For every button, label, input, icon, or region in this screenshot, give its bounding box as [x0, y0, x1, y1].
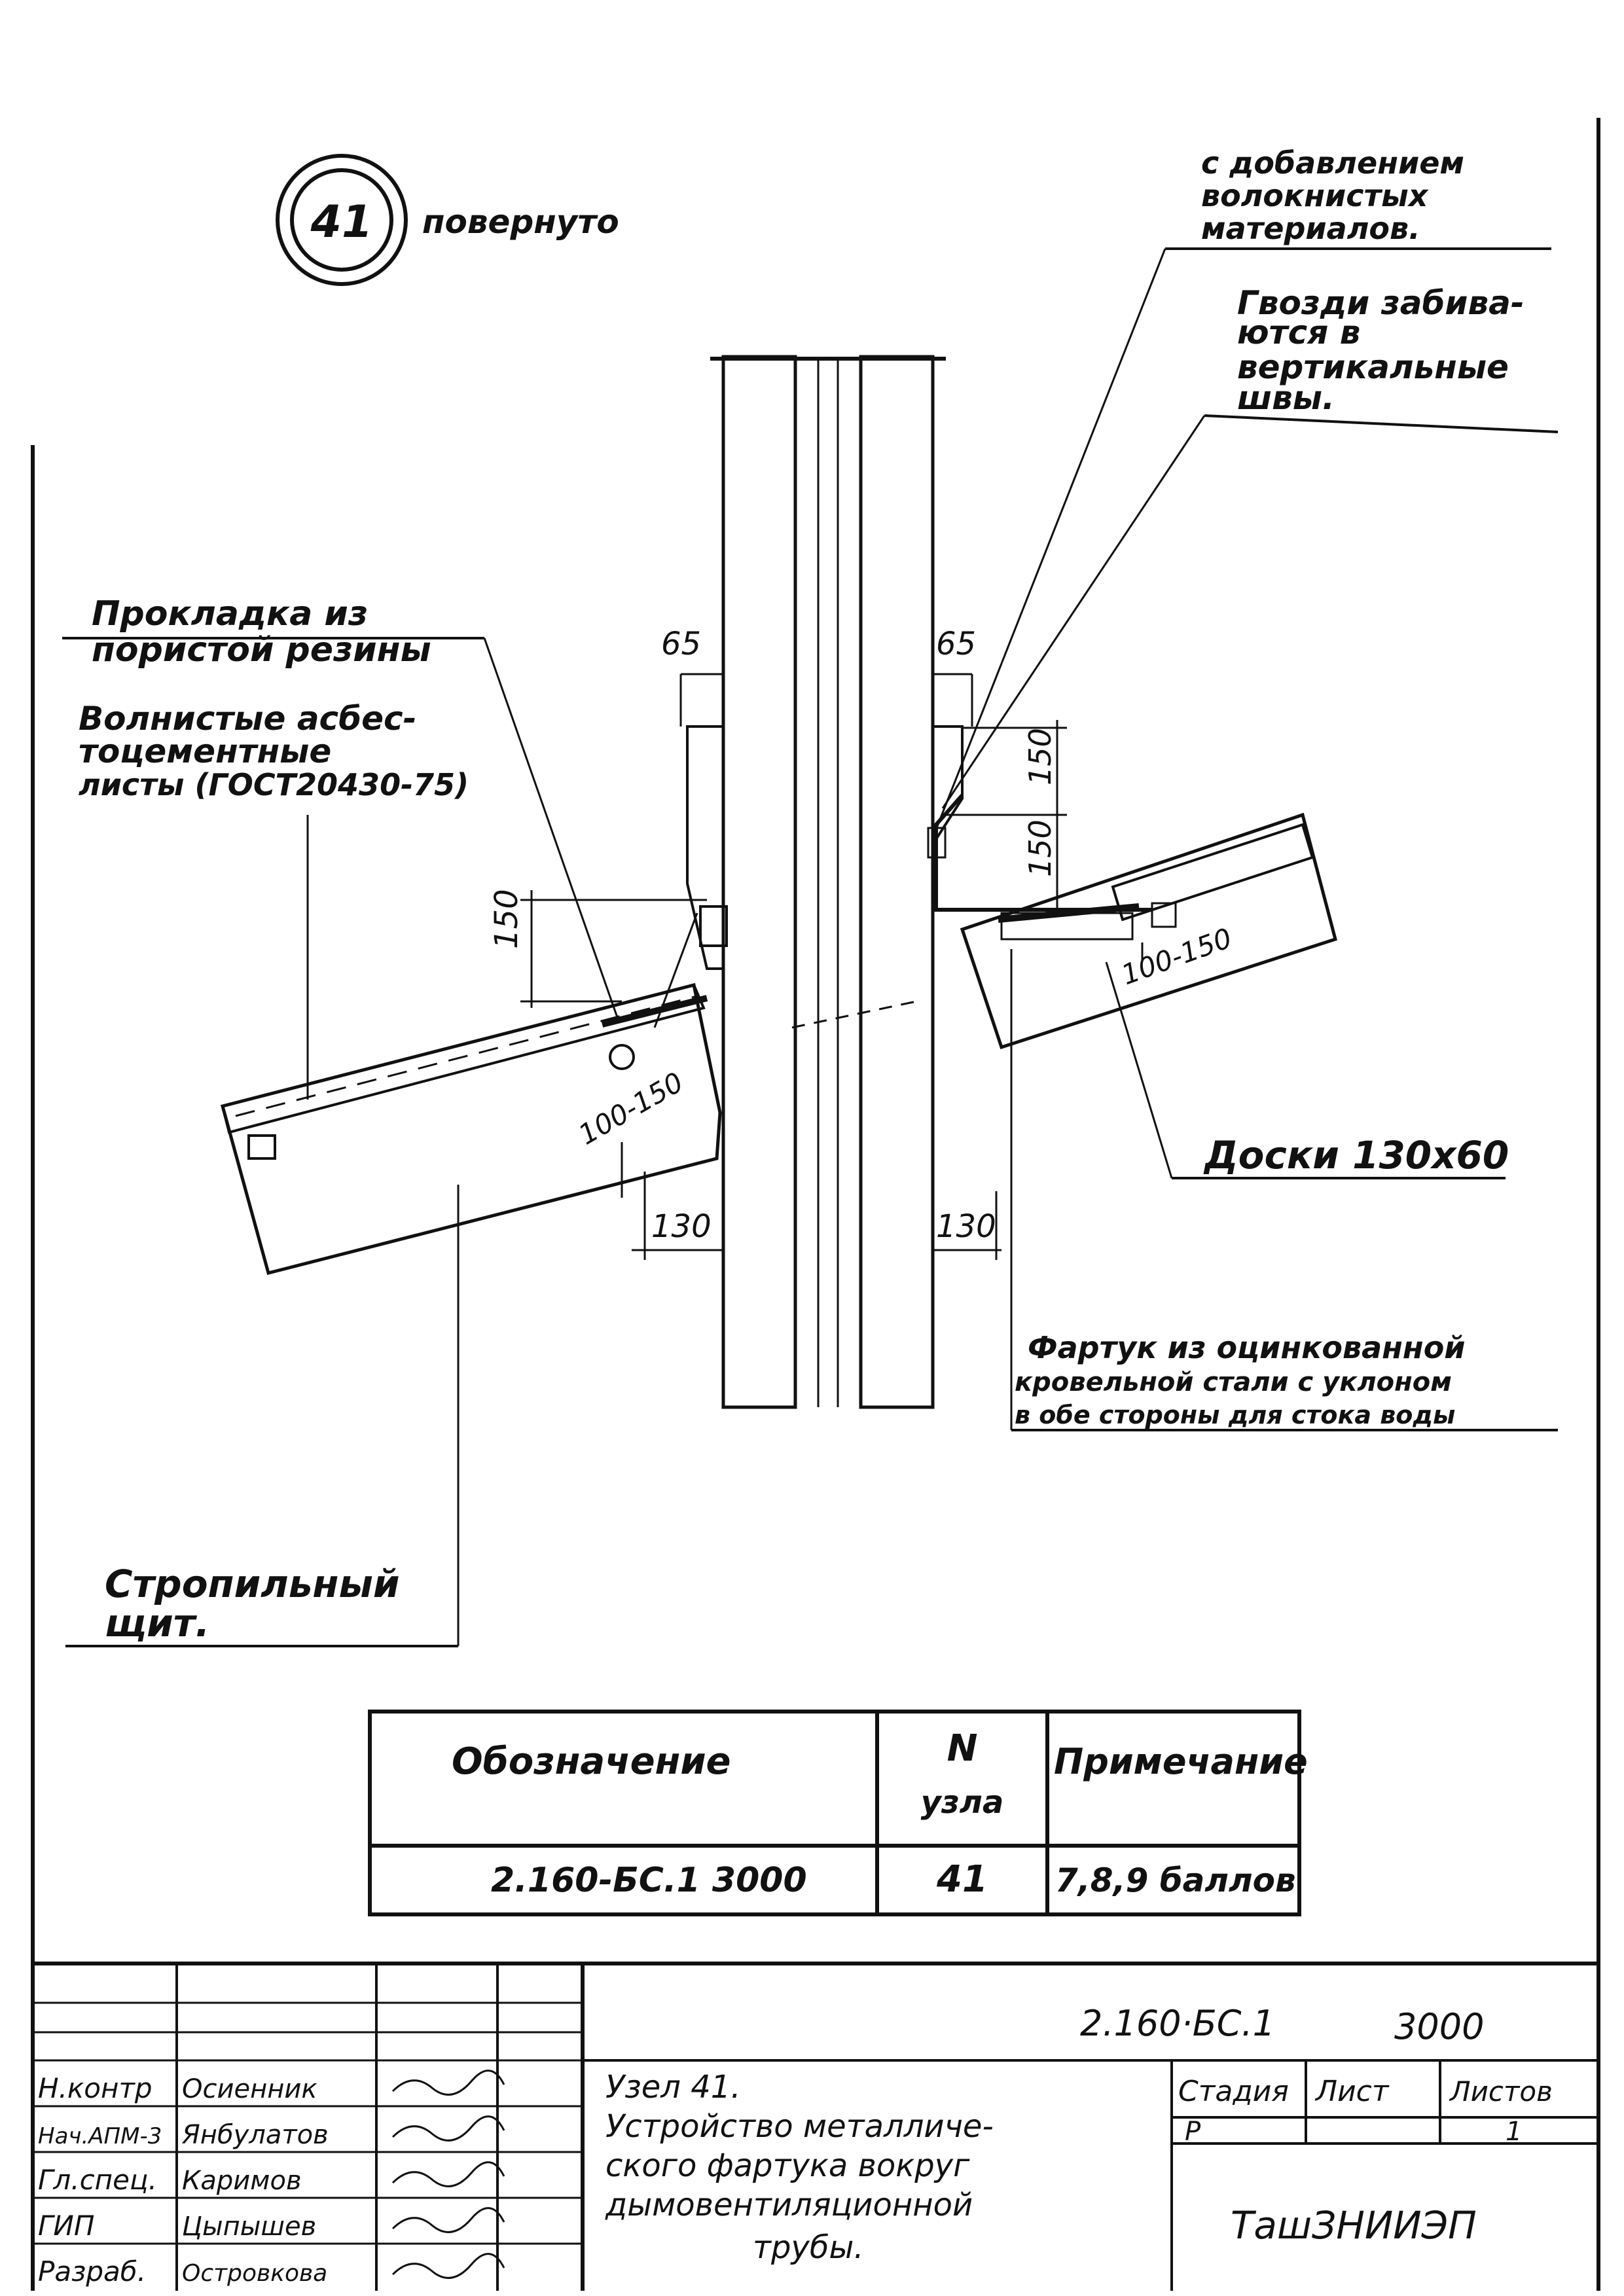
- label-sheets-2: тоцементные: [79, 732, 331, 770]
- chimney: [686, 355, 964, 1409]
- title-line-1: Узел 41.: [605, 2069, 741, 2106]
- title-line-4: дымовентиляционной: [605, 2187, 973, 2223]
- sheets-value: 1: [1506, 2117, 1522, 2147]
- doc-code-suffix: 3000: [1394, 2006, 1484, 2047]
- title-line-3: ского фартука вокруг: [605, 2147, 970, 2184]
- node-number: 41: [310, 196, 373, 248]
- name-5: Островкова: [182, 2260, 327, 2287]
- label-fibrous-2: волокнистых: [1201, 178, 1429, 213]
- label-rafter-2: щит.: [105, 1601, 209, 1645]
- name-3: Каримов: [182, 2166, 302, 2196]
- sheet-frame: [31, 118, 1600, 2291]
- label-nails-2: ются в: [1237, 314, 1360, 351]
- stage-label: Стадия: [1178, 2075, 1289, 2108]
- title-line-2: Устройство металличе-: [605, 2108, 994, 2145]
- label-gasket-2: пористой резины: [92, 630, 431, 670]
- label-nails-3: вертикальные: [1237, 348, 1509, 386]
- left-roof: [220, 905, 728, 1276]
- org-name: ТашЗНИИЭП: [1231, 2203, 1477, 2248]
- spec-table: Обозначение N узла Примечание 2.160-БС.1…: [368, 1710, 1308, 1916]
- name-1: Осиенник: [182, 2074, 317, 2104]
- spec-cell-node-no: 41: [936, 1858, 988, 1901]
- label-nails-4: швы.: [1237, 379, 1335, 417]
- label-apron-3: в обе стороны для стока воды: [1015, 1401, 1455, 1429]
- sheets-label: Листов: [1449, 2075, 1553, 2108]
- node-note: повернуто: [422, 203, 619, 241]
- signatures: [391, 2070, 505, 2279]
- title-line-5: трубы.: [753, 2229, 864, 2266]
- sheet-label: Лист: [1314, 2075, 1390, 2108]
- dim-130-right: 130: [936, 1208, 996, 1245]
- label-rafter-1: Стропильный: [105, 1562, 400, 1606]
- role-razrab: Разраб.: [38, 2255, 146, 2287]
- role-nach-apm: Нач.АПМ-3: [38, 2123, 162, 2149]
- label-apron-2: кровельной стали с уклоном: [1015, 1367, 1452, 1397]
- role-gl-spec: Гл.спец.: [38, 2164, 157, 2196]
- spec-header-node-no-2: узла: [921, 1784, 1004, 1821]
- title-block: 2.160·БС.1 3000 Н.контр Нач.АПМ-3 Гл.спе…: [33, 1962, 1598, 2291]
- dim-100-150-right: 100-150: [1117, 922, 1236, 991]
- label-nails-1: Гвозди забива-: [1237, 284, 1525, 322]
- annotations: с добавлением волокнистых материалов. Гв…: [79, 145, 1525, 1645]
- role-gip: ГИП: [38, 2210, 94, 2242]
- spec-cell-note: 7,8,9 баллов: [1055, 1861, 1296, 1899]
- spec-header-designation: Обозначение: [452, 1740, 731, 1783]
- dim-150-right-bottom: 150: [1022, 819, 1058, 877]
- dim-100-150-left: 100-150: [573, 1066, 689, 1151]
- dim-130-left: 130: [651, 1208, 712, 1245]
- label-fibrous-1: с добавлением: [1201, 145, 1464, 181]
- label-fibrous-3: материалов.: [1201, 211, 1420, 246]
- name-4: Цыпышев: [182, 2212, 316, 2242]
- leader-lines: [62, 247, 1559, 1647]
- label-apron-1: Фартук из оцинкованной: [1028, 1330, 1466, 1365]
- node-callout: 41 повернуто: [276, 154, 619, 286]
- right-roof: [927, 794, 1338, 1050]
- label-gasket-1: Прокладка из: [92, 594, 368, 634]
- name-2: Янбулатов: [181, 2120, 329, 2150]
- label-sheets-3: листы (ГОСТ20430-75): [79, 767, 469, 802]
- spec-cell-designation: 2.160-БС.1 3000: [491, 1861, 807, 1900]
- dimension-lines: [520, 673, 1144, 1260]
- spec-header-node-no: N: [947, 1727, 978, 1770]
- role-n-kontr: Н.контр: [38, 2072, 153, 2104]
- dim-150-right-top: 150: [1022, 728, 1058, 785]
- dim-150-left: 150: [488, 889, 525, 949]
- label-boards: Доски 130х60: [1203, 1133, 1509, 1177]
- dim-65-right: 65: [936, 626, 976, 662]
- spec-header-note: Примечание: [1054, 1741, 1308, 1782]
- stage-value: Р: [1185, 2117, 1201, 2147]
- dim-65-left: 65: [661, 626, 701, 662]
- doc-code: 2.160·БС.1: [1080, 2003, 1275, 2044]
- label-sheets-1: Волнистые асбес-: [79, 700, 416, 738]
